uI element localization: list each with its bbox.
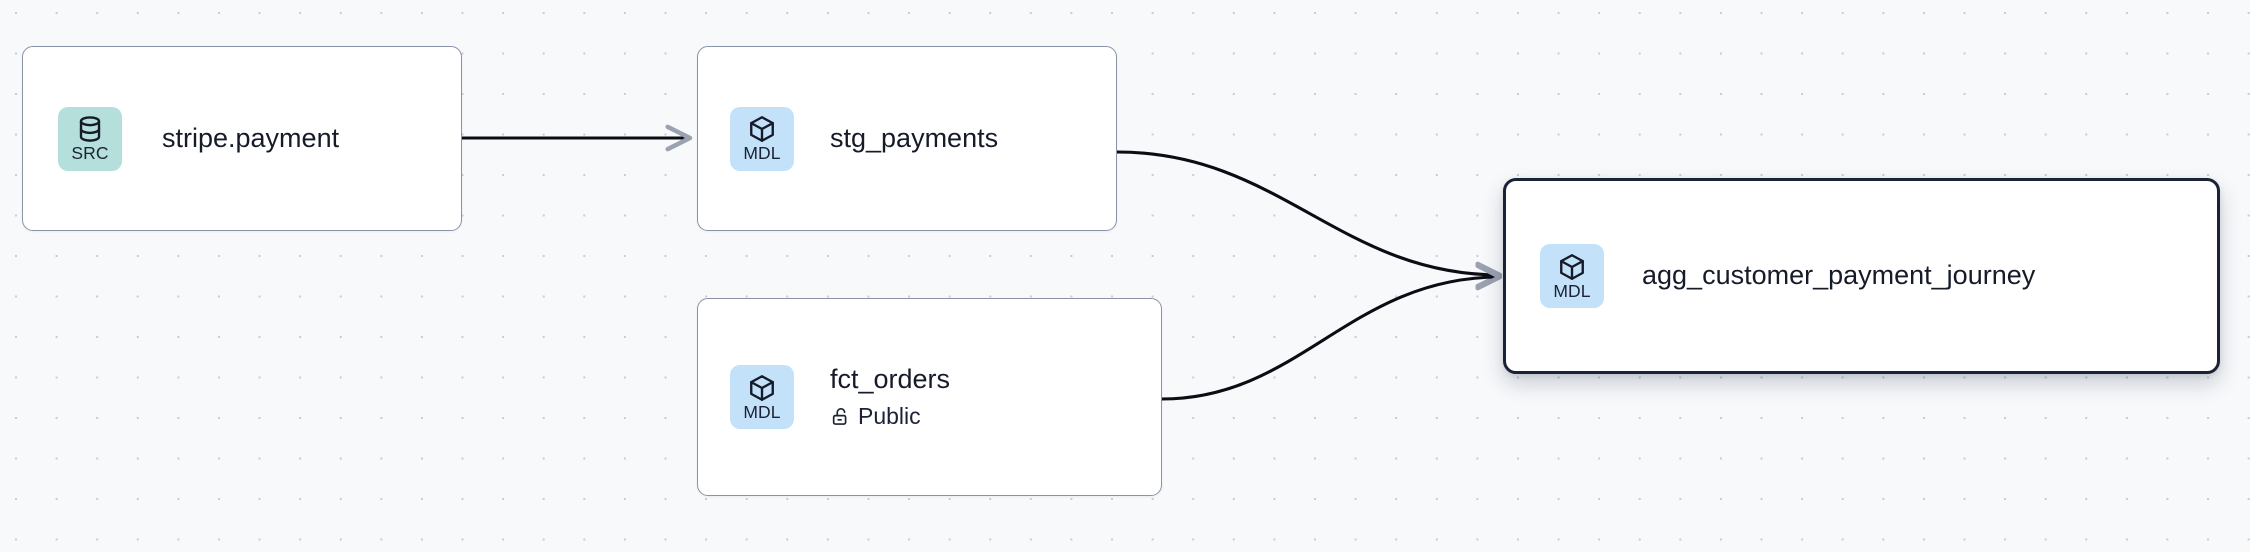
- badge-label: MDL: [743, 401, 781, 422]
- edge-stg-payments-to-agg-customer-payment-journey: [1116, 150, 1503, 289]
- node-title: fct_orders: [830, 363, 951, 394]
- badge-label: MDL: [743, 143, 781, 164]
- unlock-icon: [830, 406, 851, 427]
- node-body: fct_orders Public: [830, 364, 950, 430]
- model-type-badge: MDL: [730, 106, 794, 171]
- node-title: agg_customer_payment_journey: [1642, 260, 2036, 291]
- lineage-node-fct-orders[interactable]: MDL fct_orders Public: [697, 298, 1162, 496]
- badge-label: SRC: [71, 143, 109, 164]
- node-title: stripe.payment: [162, 122, 340, 153]
- cube-icon: [747, 373, 777, 403]
- lineage-node-stg-payments[interactable]: MDL stg_payments: [697, 46, 1117, 231]
- badge-label: MDL: [1553, 280, 1591, 301]
- node-body: stg_payments: [830, 123, 998, 155]
- source-type-badge: SRC: [58, 106, 122, 171]
- model-type-badge: MDL: [730, 365, 794, 429]
- node-visibility-label: Public: [858, 402, 921, 429]
- cube-icon: [747, 114, 777, 144]
- node-body: agg_customer_payment_journey: [1642, 260, 2035, 292]
- node-visibility: Public: [830, 403, 950, 431]
- node-title: stg_payments: [830, 122, 999, 153]
- model-type-badge: MDL: [1540, 244, 1604, 308]
- edge-fct-orders-to-agg-customer-payment-journey: [1161, 263, 1503, 401]
- node-body: stripe.payment: [162, 123, 339, 155]
- lineage-node-agg-customer-payment-journey[interactable]: MDL agg_customer_payment_journey: [1503, 178, 2220, 374]
- cube-icon: [1557, 252, 1587, 282]
- lineage-node-stripe-payment[interactable]: SRC stripe.payment: [22, 46, 462, 231]
- database-icon: [75, 114, 105, 144]
